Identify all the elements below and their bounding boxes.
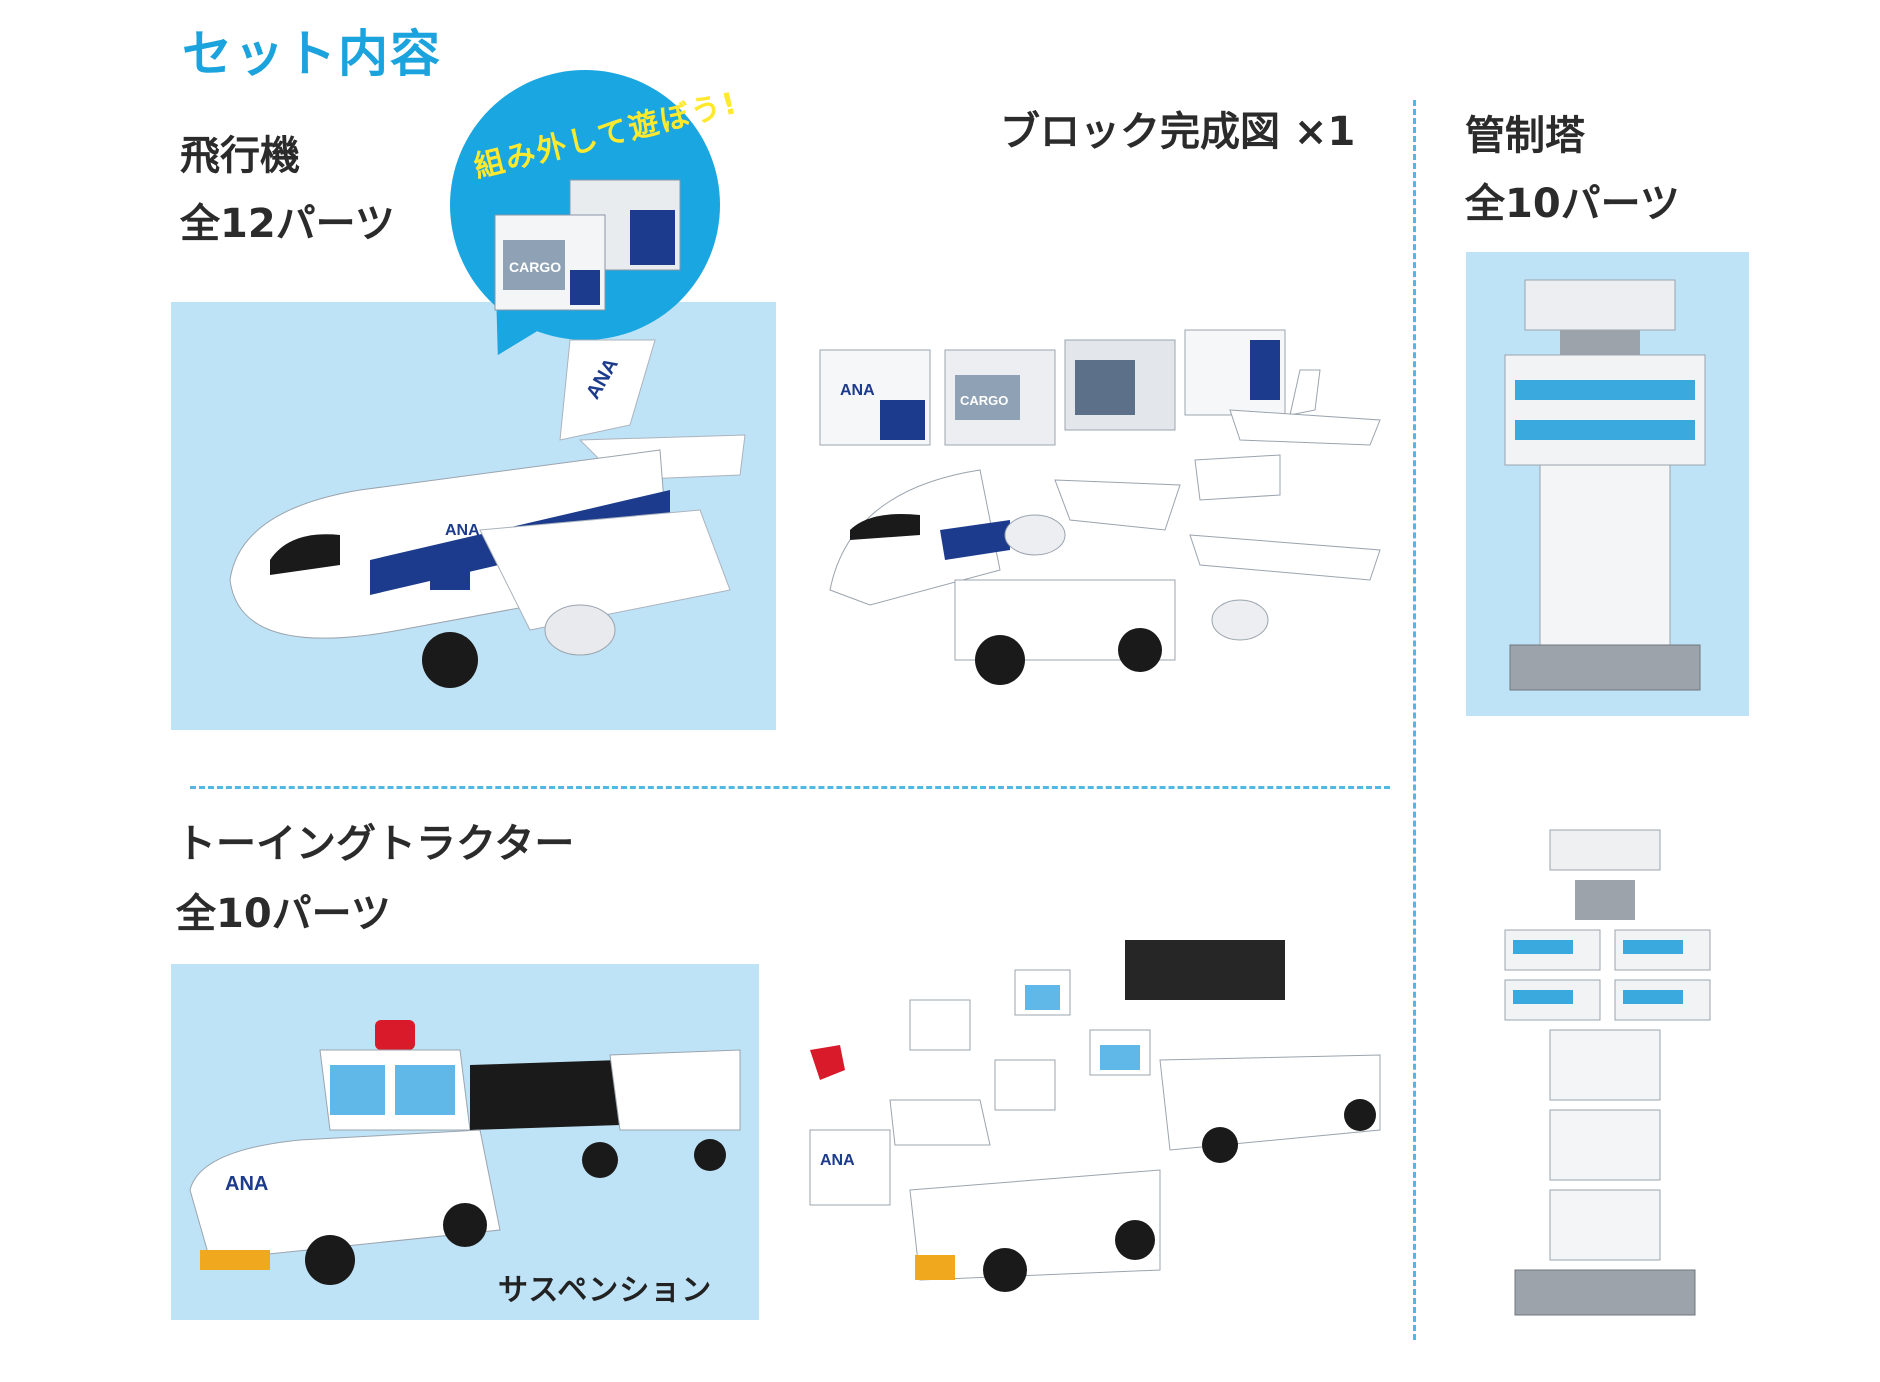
tower-parts-illustration bbox=[1504, 829, 1711, 1316]
tractor-name: トーイングトラクター bbox=[176, 821, 575, 867]
tractor-parts: 全10パーツ bbox=[176, 891, 391, 937]
tractor-assembled-illustration: ANA bbox=[189, 1020, 741, 1285]
suspension-label: サスペンション bbox=[498, 1273, 713, 1308]
cargo-blocks-illustration: CARGO bbox=[494, 179, 681, 311]
airplane-parts-illustration: ANA CARGO bbox=[819, 329, 1381, 685]
airplane-name: 飛行機 bbox=[180, 133, 300, 179]
horizontal-divider bbox=[190, 786, 1390, 789]
airplane-assembled-illustration: ANA ANA bbox=[229, 339, 746, 688]
tractor-parts-illustration: ANA bbox=[809, 940, 1381, 1292]
vertical-divider bbox=[1413, 100, 1416, 1340]
tractor-part-logo: ANA bbox=[820, 1152, 855, 1169]
airplane-parts: 全12パーツ bbox=[180, 201, 395, 247]
tower-name: 管制塔 bbox=[1465, 113, 1585, 159]
fuselage-logo: ANA bbox=[445, 522, 480, 539]
page-title: セット内容 bbox=[182, 25, 442, 83]
part-cargo-text: CARGO bbox=[960, 393, 1008, 408]
tower-parts: 全10パーツ bbox=[1465, 181, 1680, 227]
tower-assembled-illustration bbox=[1504, 279, 1706, 691]
part-logo: ANA bbox=[840, 382, 875, 399]
completed-label: ブロック完成図 ×1 bbox=[1000, 109, 1356, 155]
tractor-logo: ANA bbox=[225, 1173, 268, 1195]
cargo-text: CARGO bbox=[509, 259, 561, 275]
